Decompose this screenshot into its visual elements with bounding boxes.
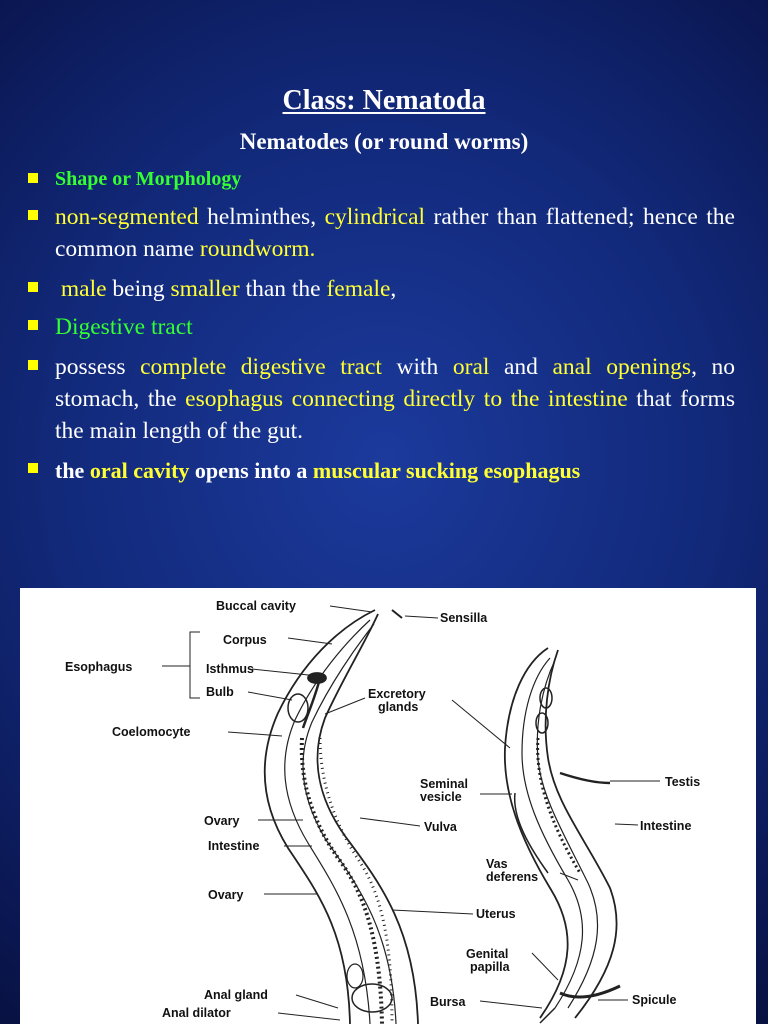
highlight-text: non-segmented [55, 204, 199, 230]
bullet-oral-cavity: the oral cavity opens into a muscular su… [28, 455, 735, 487]
label-intestine-male: Intestine [640, 819, 691, 833]
highlight-text: oral [452, 354, 490, 380]
bullet-text: helminthes, [198, 204, 325, 230]
label-corpus: Corpus [223, 633, 267, 647]
leader-lines [162, 605, 660, 1021]
label-ovary-upper: Ovary [204, 814, 239, 828]
bullet-square-icon [28, 173, 38, 183]
label-genital-papilla-2: papilla [470, 960, 511, 974]
bullet-text: Shape or Morphology [55, 168, 242, 190]
label-seminal-vesicle-2: vesicle [420, 790, 462, 804]
bullet-male-female: male being smaller than the female, [28, 273, 735, 305]
bullet-text: than the [239, 276, 327, 302]
bullet-text: that forms the main length of the gut. [55, 386, 735, 444]
label-bulb: Bulb [206, 685, 234, 699]
bullet-non-segmented: non-segmented helminthes, cylindrical ra… [28, 201, 735, 265]
bullet-text: the [55, 458, 90, 483]
label-genital-papilla: Genital [466, 947, 508, 961]
bullet-text: with [381, 354, 453, 380]
slide-title: Class: Nematoda [282, 85, 486, 116]
label-ovary-lower: Ovary [208, 888, 243, 902]
bullet-square-icon [28, 463, 38, 473]
highlight-text: muscular sucking esophagus [312, 458, 581, 483]
female-worm-drawing [263, 609, 419, 1024]
label-uterus: Uterus [476, 907, 516, 921]
bullet-text: , no stomach, the [55, 354, 736, 412]
label-spicule: Spicule [632, 993, 677, 1007]
highlight-text: female [326, 276, 391, 302]
label-vas-deferens-2: deferens [486, 870, 538, 884]
label-excretory-glands-2: glands [378, 700, 418, 714]
bullet-text: Digestive tract [55, 314, 193, 340]
bullet-square-icon [28, 360, 38, 370]
highlight-text: anal openings [552, 354, 692, 380]
label-esophagus: Esophagus [65, 660, 132, 674]
label-sensilla: Sensilla [440, 611, 488, 625]
bullet-list: Shape or Morphology non-segmented helmin… [28, 165, 735, 487]
label-excretory-glands: Excretory [368, 687, 426, 701]
highlight-text: complete digestive tract [140, 354, 382, 380]
highlight-text: male [60, 276, 107, 302]
label-buccal-cavity: Buccal cavity [216, 599, 296, 613]
highlight-text: cylindrical [324, 204, 426, 230]
highlight-text: oral cavity [89, 458, 190, 483]
bullet-square-icon [28, 210, 38, 220]
label-vulva: Vulva [424, 820, 458, 834]
label-vas-deferens: Vas [486, 857, 508, 871]
bullet-square-icon [28, 282, 38, 292]
bullet-square-icon [28, 320, 38, 330]
highlight-text: esophagus connecting directly to the int… [185, 386, 628, 412]
label-coelomocyte: Coelomocyte [112, 725, 191, 739]
highlight-text: smaller [170, 276, 240, 302]
highlight-text: roundworm. [199, 236, 316, 262]
bullet-text: opens into a [189, 458, 313, 483]
label-anal-dilator: Anal dilator [162, 1006, 231, 1020]
figure-labels: Buccal cavity Sensilla Corpus Esophagus … [65, 599, 700, 1020]
bullet-digestive-tract: Digestive tract [28, 311, 735, 343]
label-seminal-vesicle: Seminal [420, 777, 468, 791]
label-intestine-female: Intestine [208, 839, 259, 853]
bullet-text: being [106, 276, 171, 302]
bullet-text: possess [55, 354, 141, 380]
bullet-shape-morphology: Shape or Morphology [28, 165, 735, 193]
male-worm-drawing [503, 647, 621, 1024]
nematode-anatomy-figure: Buccal cavity Sensilla Corpus Esophagus … [20, 588, 756, 1024]
label-testis: Testis [665, 775, 700, 789]
nematode-diagram: Buccal cavity Sensilla Corpus Esophagus … [65, 599, 700, 1024]
bullet-text: , [390, 276, 397, 302]
label-bursa: Bursa [430, 995, 466, 1009]
label-isthmus: Isthmus [206, 662, 254, 676]
slide-text-area: Class: Nematoda Nematodes (or round worm… [28, 85, 735, 487]
bullet-text: rather than flattened; hence the common … [55, 204, 735, 262]
bullet-complete-digestive: possess complete digestive tract with or… [28, 351, 735, 447]
bullet-text: and [489, 354, 553, 380]
slide-subtitle: Nematodes (or round worms) [239, 129, 529, 154]
label-anal-gland: Anal gland [204, 988, 268, 1002]
